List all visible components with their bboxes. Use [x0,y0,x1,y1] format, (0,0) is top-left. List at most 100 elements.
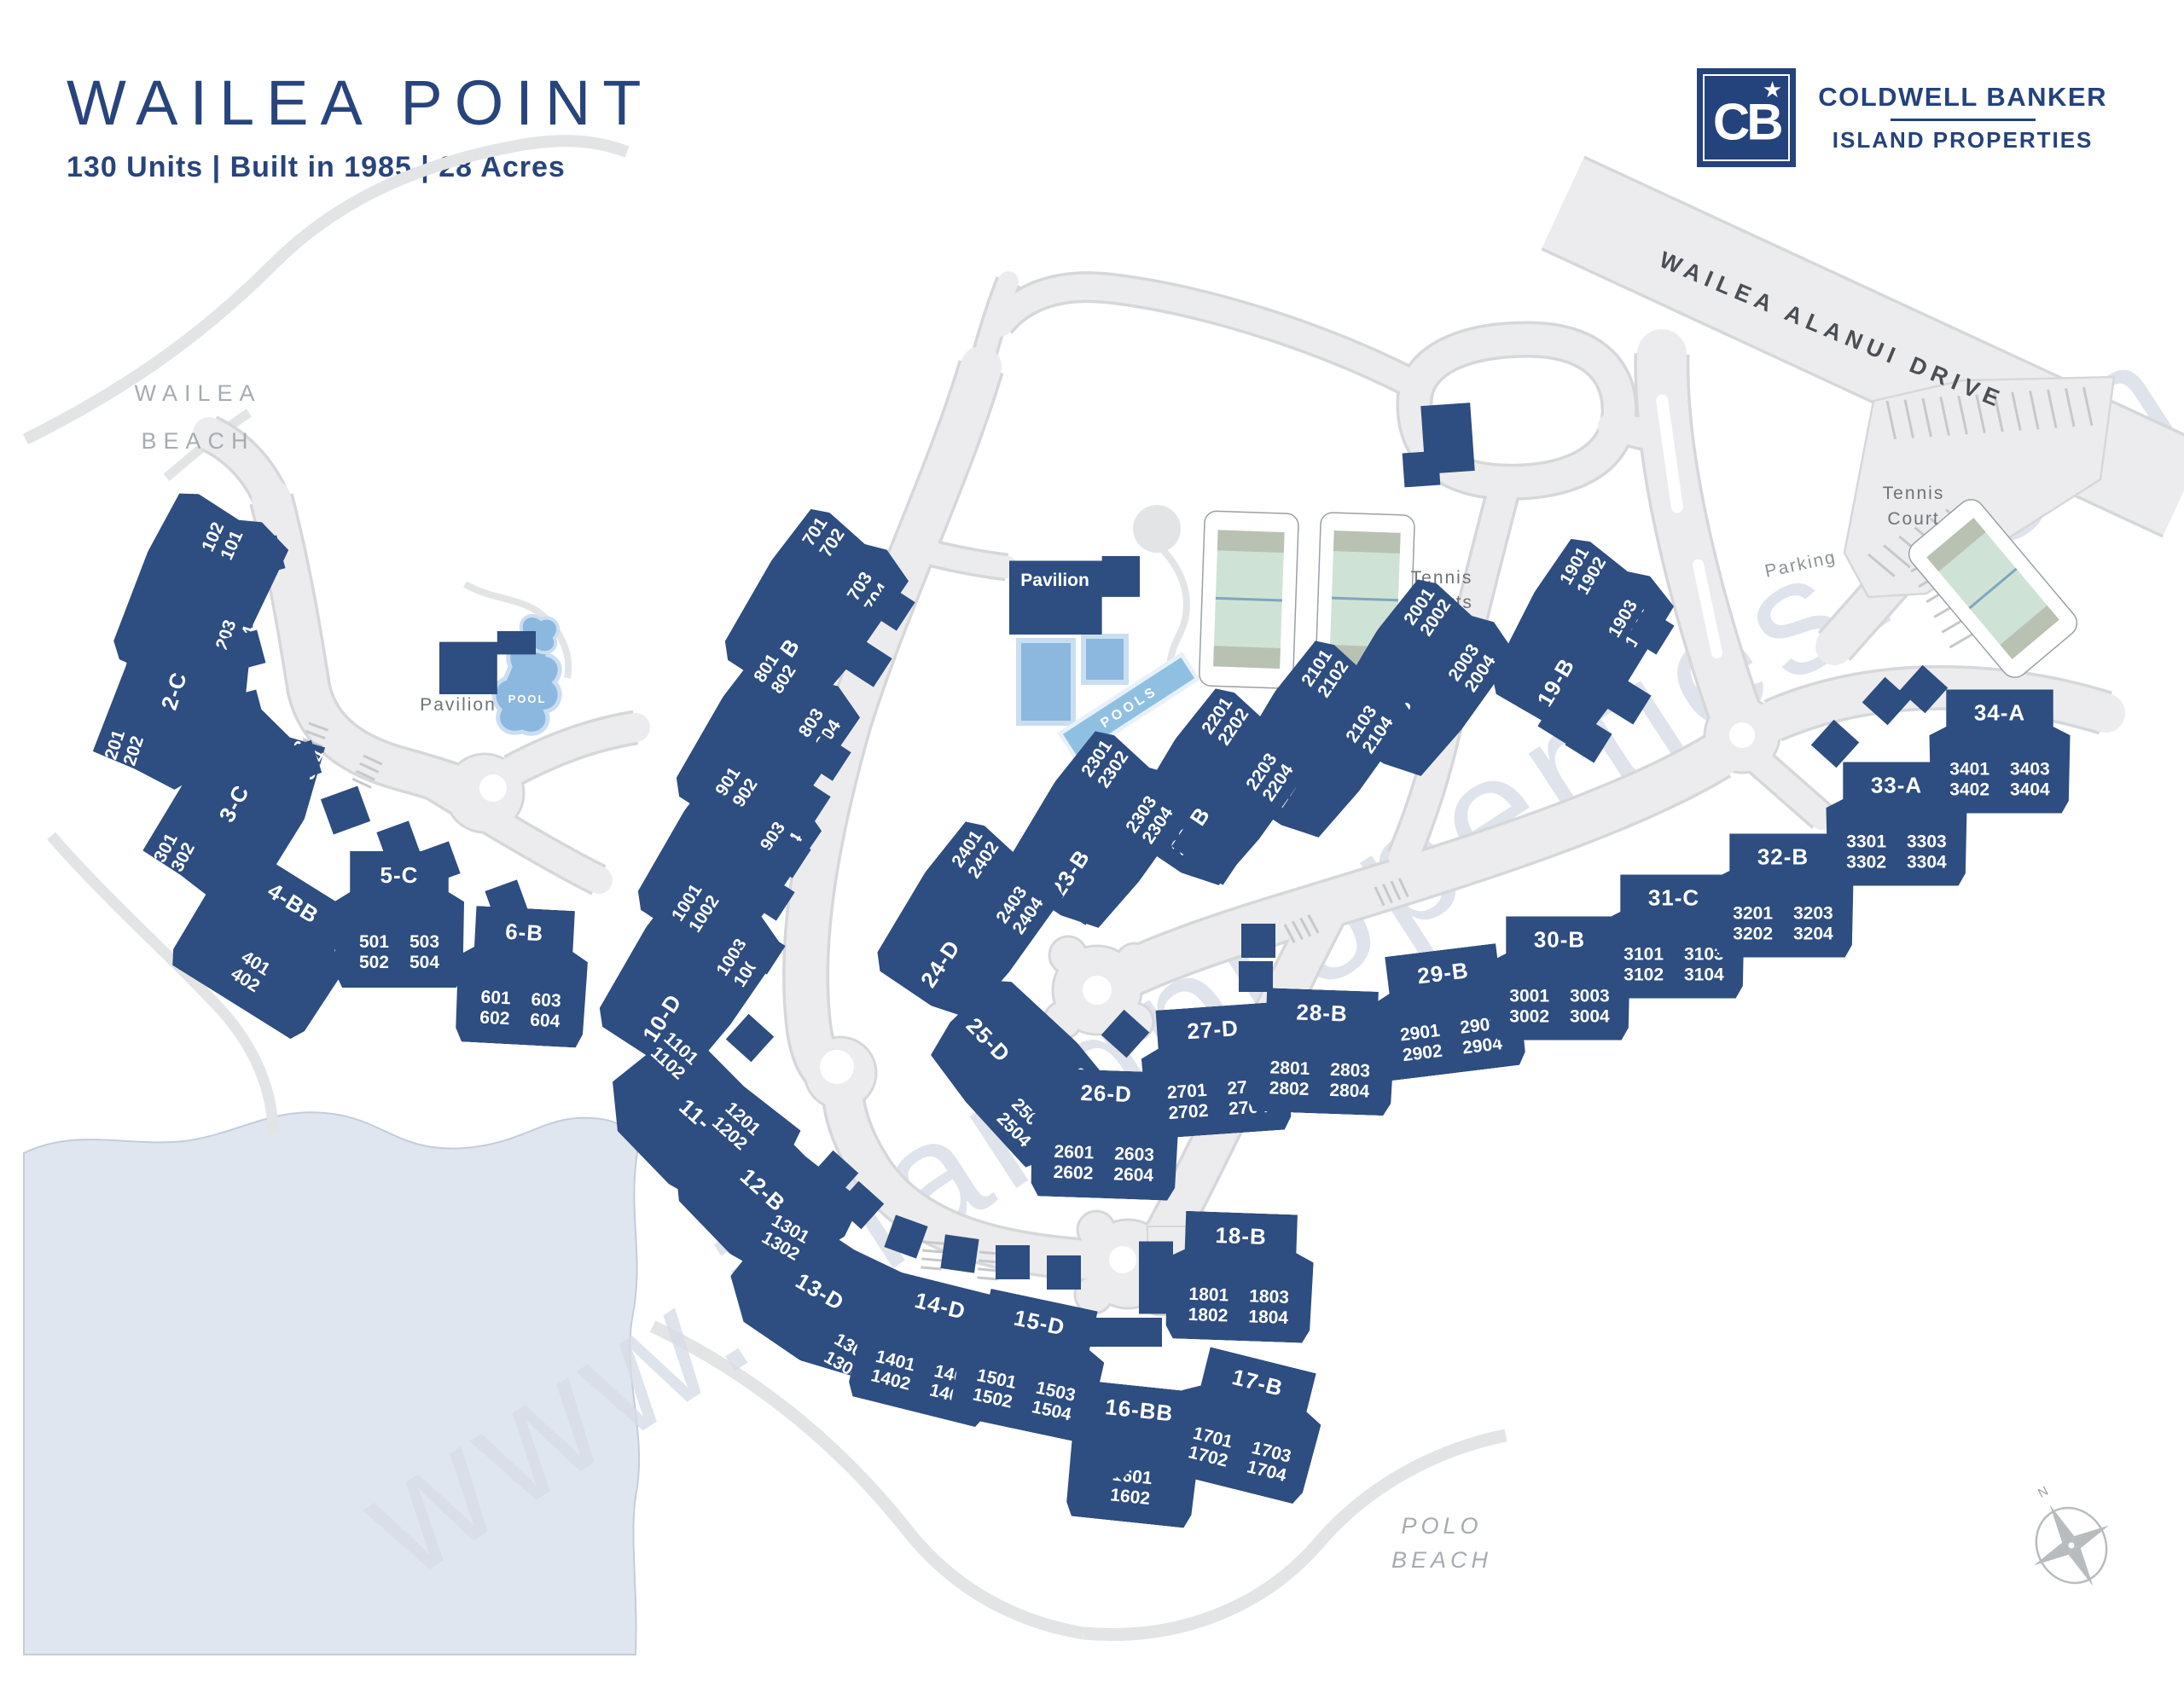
svg-text:WAILEA: WAILEA [134,380,261,406]
cb-monogram-icon: CB ★ [1697,68,1797,167]
garage-structure [1087,1318,1162,1347]
svg-text:Pavilion: Pavilion [420,695,497,715]
garage-structure [996,1245,1030,1279]
garage-structure [1047,1255,1081,1290]
area-labels: WAILEA BEACH POLO BEACH [134,380,1492,1573]
building-label: 5-C [380,861,419,888]
coldwell-banker-logo: CB ★ COLDWELL BANKER ISLAND PROPERTIES [1697,68,2107,167]
cb-star-icon: ★ [1762,77,1783,102]
building-label: 30-B [1533,926,1586,953]
building-label: 34-A [1973,699,2026,726]
ocean [23,1111,641,1655]
building-label: 15-D [1011,1305,1068,1341]
svg-text:BEACH: BEACH [1391,1547,1492,1573]
tennis-court-right [1908,499,2078,678]
page-title: WAILEA POINT [67,67,653,138]
building-label: 14-D [912,1287,969,1325]
pools-center: POOLS [1016,634,1201,762]
walking-paths [22,135,1507,1642]
building-label: 32-B [1757,844,1809,870]
cb-monogram-letters: CB [1712,93,1784,151]
svg-text:POLO: POLO [1401,1513,1482,1539]
building-label: 29-B [1415,956,1471,989]
building-label: 18-B [1214,1221,1268,1250]
building-label: 26-D [1079,1079,1133,1108]
garage-structure [1241,924,1275,958]
brand-divider [1890,119,2036,121]
building-label: 17-B [1229,1364,1287,1402]
building-label: 33-A [1870,772,1923,798]
compass-icon: N [2033,1484,2110,1586]
road-medians [479,394,1755,1273]
building-label: 31-C [1647,884,1700,911]
pool-label: POOL [508,693,547,705]
garage-structure [1402,450,1441,488]
garage-structure [1139,1241,1173,1314]
brand-line2: ISLAND PROPERTIES [1832,127,2094,153]
brand-wordmark: COLDWELL BANKER ISLAND PROPERTIES [1818,82,2107,154]
svg-text:Tennis: Tennis [1883,484,1945,503]
cb-monogram-border [1703,74,1791,161]
svg-text:BEACH: BEACH [141,428,254,454]
building-label: 16-BB [1104,1393,1175,1427]
svg-text:N: N [2036,1484,2051,1501]
building-label: 28-B [1295,999,1349,1027]
garage-structure [940,1234,979,1273]
building-label: 6-B [504,918,544,947]
pavilion-center-label: Pavilion [1020,571,1089,591]
brand-line1: COLDWELL BANKER [1818,82,2107,112]
pool-left: POOL [491,614,562,736]
landscape-circle [1133,505,1181,553]
svg-text:Court: Court [1887,509,1939,529]
garage-structure [1239,961,1273,992]
